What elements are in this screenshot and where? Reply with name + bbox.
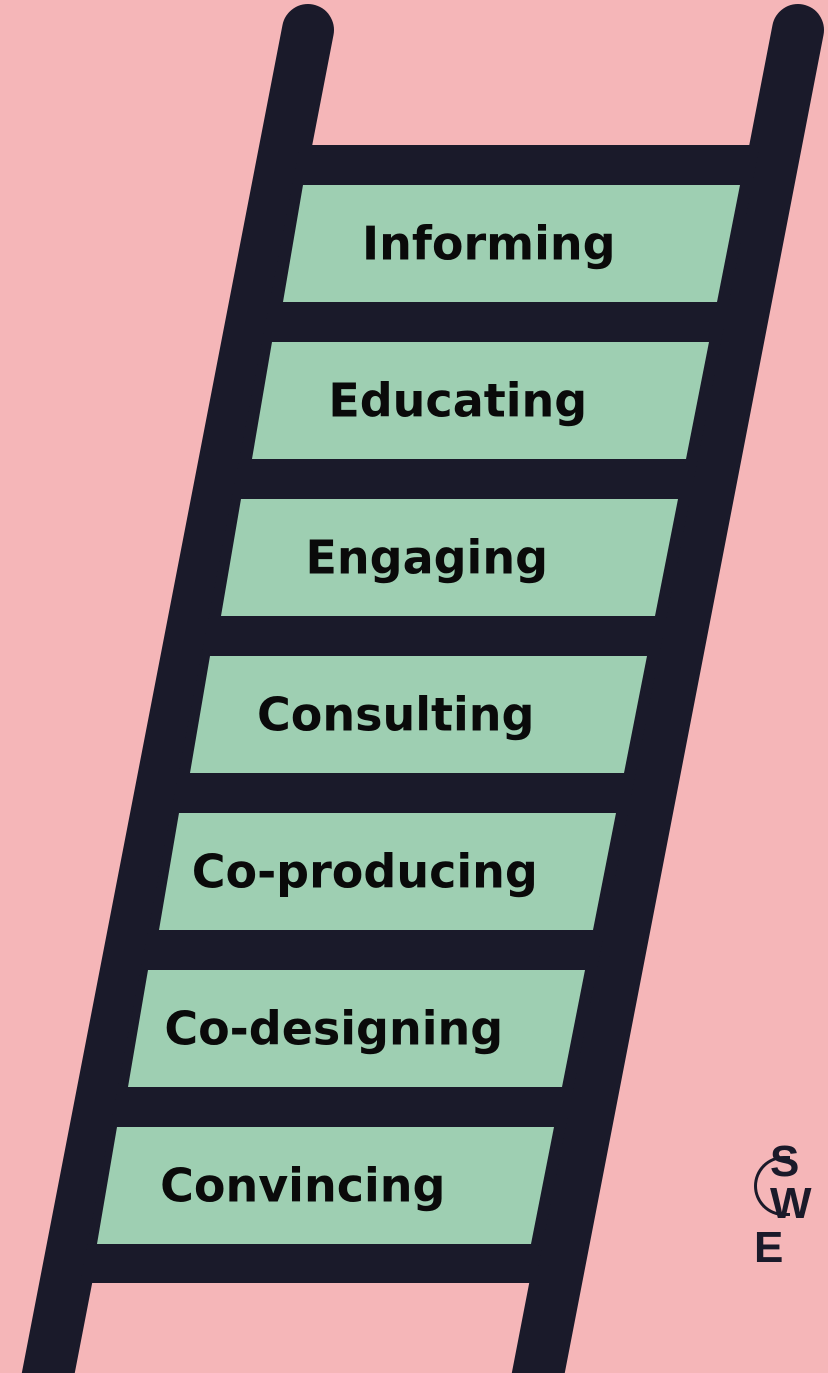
ladder-rung-7: Convincing	[97, 1127, 554, 1244]
rung-panel	[252, 342, 709, 459]
rung-panel	[190, 656, 647, 773]
logo-letter-2: W	[770, 1179, 812, 1228]
ladder-left-rail	[21, 4, 334, 1373]
rung-panel	[159, 813, 616, 930]
ladder-right-rail	[511, 4, 824, 1373]
rungs-group: InformingEducatingEngagingConsultingCo-p…	[97, 185, 740, 1244]
ladder-rung-4: Consulting	[190, 656, 647, 773]
ladder-rung-3: Engaging	[221, 499, 678, 616]
rung-label: Educating	[328, 374, 587, 428]
ladder-rung-1: Informing	[283, 185, 740, 302]
rung-panel	[221, 499, 678, 616]
rung-label: Informing	[362, 217, 616, 271]
rung-label: Engaging	[305, 531, 548, 585]
brand-logo: S W E	[748, 1138, 828, 1278]
rung-label: Consulting	[257, 688, 534, 742]
rung-panel	[128, 970, 585, 1087]
rung-label: Convincing	[160, 1159, 445, 1213]
rung-label: Co-producing	[192, 845, 538, 899]
ladder-rung-6: Co-designing	[128, 970, 585, 1087]
ladder-rung-5: Co-producing	[159, 813, 616, 930]
rung-panel	[283, 185, 740, 302]
rung-panel	[97, 1127, 554, 1244]
logo-letter-3: E	[754, 1223, 784, 1272]
rung-label: Co-designing	[164, 1002, 503, 1056]
ladder-rung-2: Educating	[252, 342, 709, 459]
logo-letter-1: S	[770, 1138, 800, 1186]
